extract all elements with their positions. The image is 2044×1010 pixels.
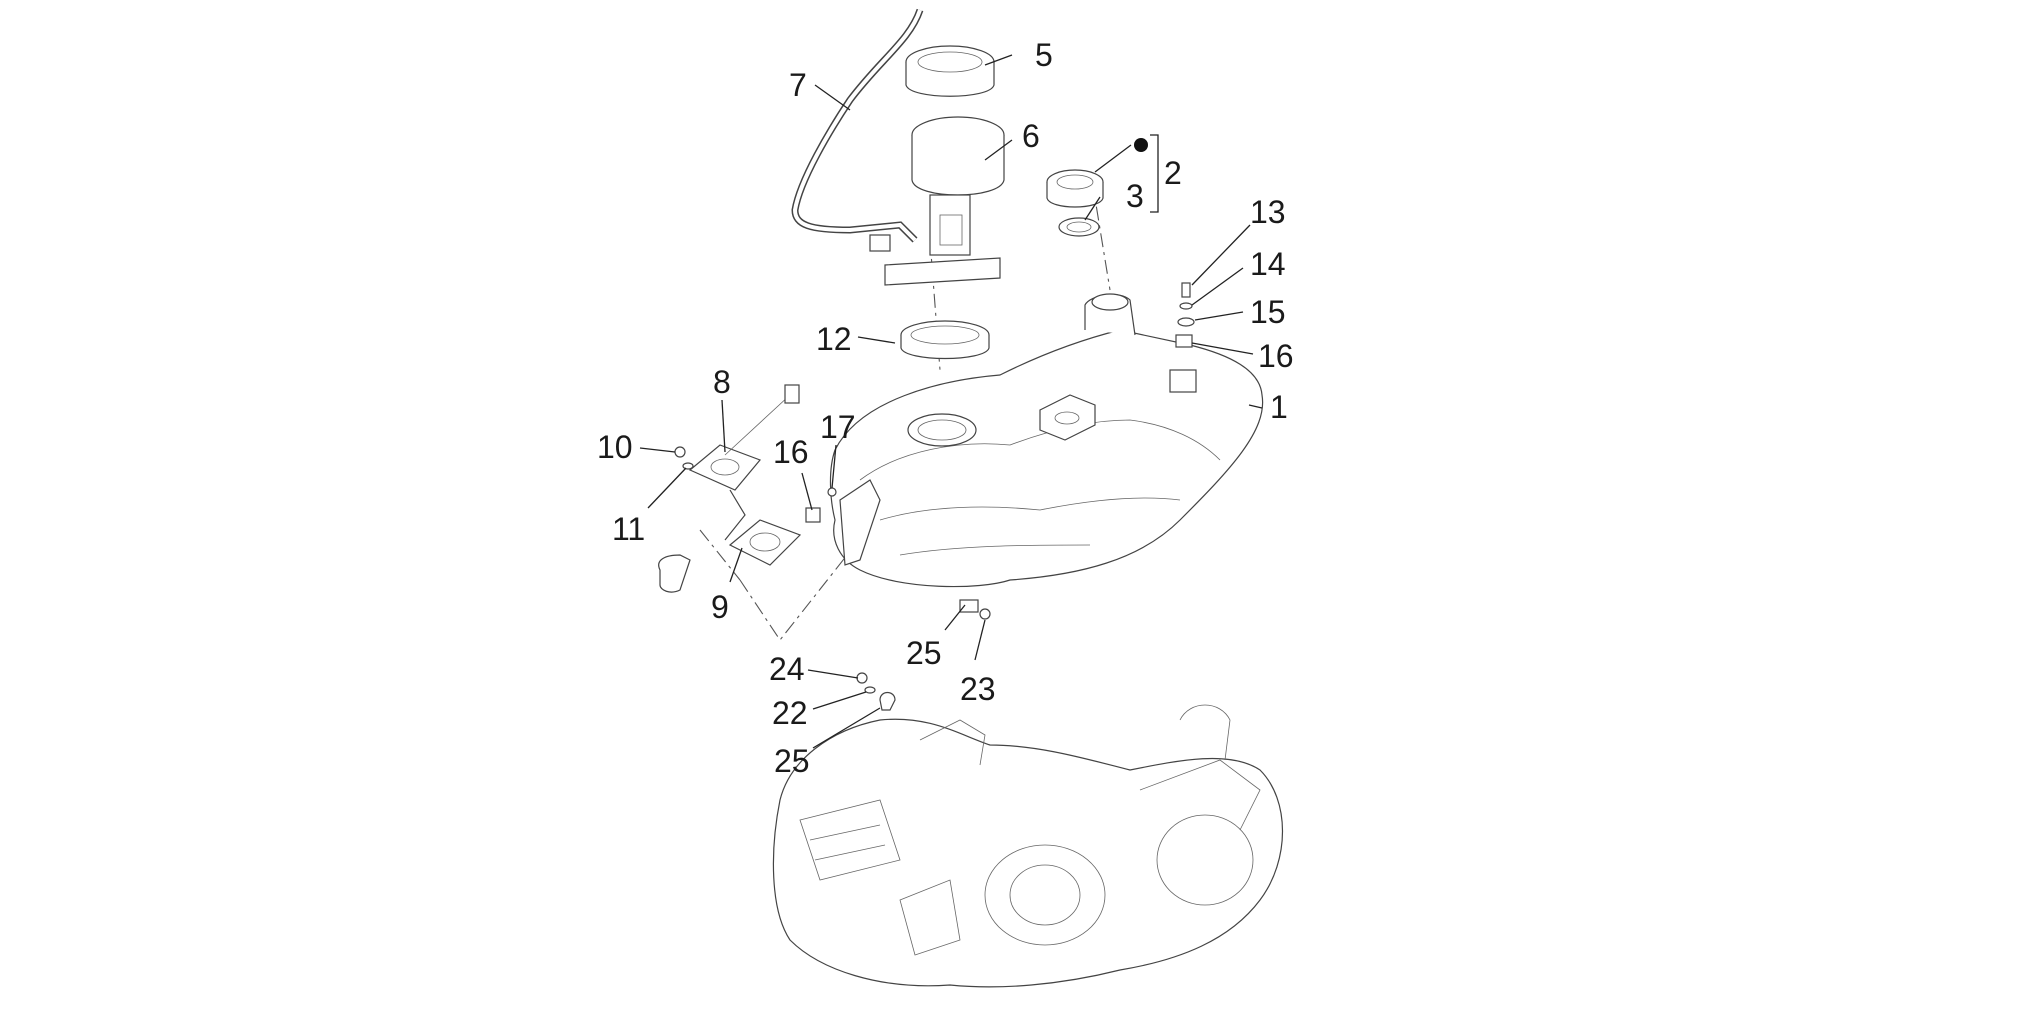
callout-23: 23	[960, 671, 996, 707]
engine-assembly	[772, 704, 1283, 988]
callout-7: 7	[789, 67, 807, 103]
fuel-pump	[884, 116, 1005, 286]
sender-gasket	[728, 519, 802, 566]
callout-10: 10	[597, 429, 633, 465]
fuel-hose	[791, 8, 924, 252]
callout-15: 15	[1250, 294, 1286, 330]
callout-24: 24	[769, 651, 805, 687]
callout-25-upper: 25	[906, 635, 942, 671]
pump-seal-ring	[900, 320, 990, 360]
hardware-lower	[856, 599, 991, 711]
callout-22: 22	[772, 695, 808, 731]
callout-11: 11	[612, 511, 645, 547]
callout-6: 6	[1022, 118, 1040, 154]
callout-17: 17	[820, 409, 856, 445]
callout-12: 12	[816, 321, 852, 357]
fuel-tank	[829, 293, 1264, 588]
callout-16-left: 16	[773, 434, 809, 470]
callout-16-right: 16	[1258, 338, 1294, 374]
hardware-left	[805, 487, 837, 523]
cap-gasket	[1058, 217, 1100, 237]
leader-lines	[639, 54, 1263, 749]
callout-14: 14	[1250, 246, 1286, 282]
callout-5: 5	[1035, 37, 1053, 73]
nut-small-10	[674, 446, 686, 458]
kit-marker-dot	[1134, 138, 1148, 152]
callout-3: 3	[1126, 178, 1144, 214]
ring-nut	[905, 45, 995, 97]
washer-small-11	[682, 462, 694, 470]
level-sender	[658, 384, 800, 593]
callout-25-lower: 25	[774, 743, 810, 779]
callout-13: 13	[1250, 194, 1286, 230]
callout-numbers: 1 2 3 5 6 7 8 9 10 11 12 13 14 15 16 16 …	[597, 37, 1294, 779]
callout-1: 1	[1270, 389, 1288, 425]
fuel-cap	[1046, 169, 1104, 208]
callout-2: 2	[1164, 155, 1182, 191]
callout-9: 9	[711, 589, 729, 625]
callout-8: 8	[713, 364, 731, 400]
hardware-right	[1175, 282, 1195, 348]
